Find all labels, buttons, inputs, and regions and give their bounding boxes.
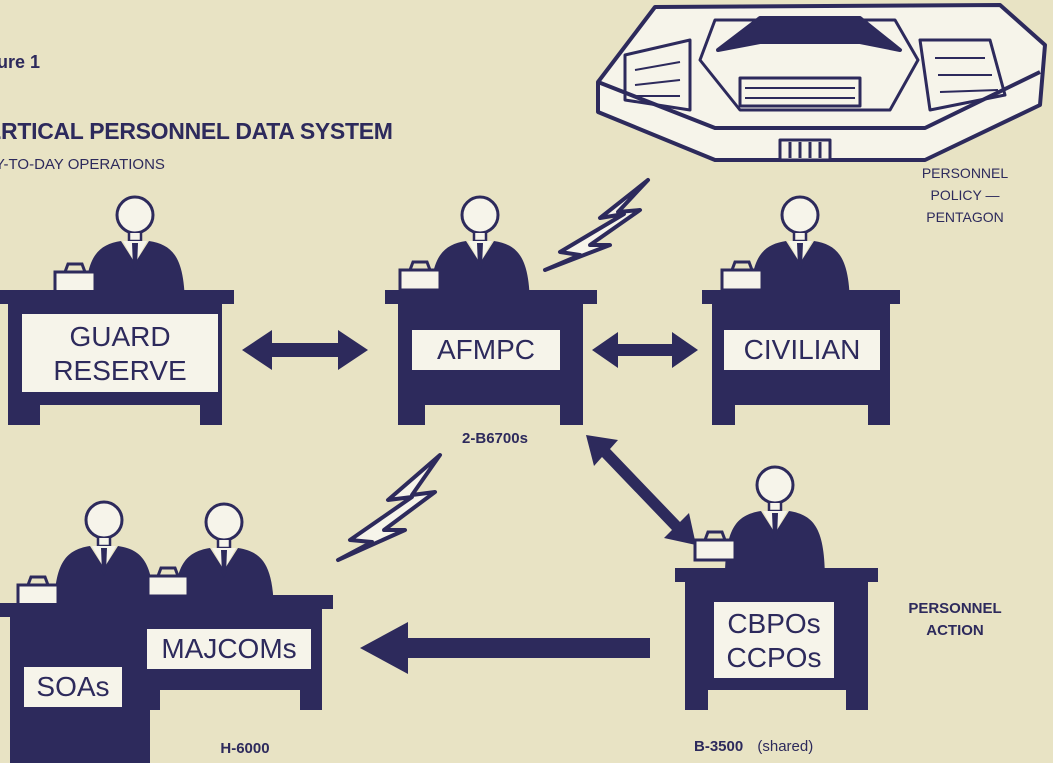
personnel-action-line2: ACTION — [926, 622, 984, 639]
cbpos-line2: CCPOs — [726, 642, 822, 673]
cbpos-label: CBPOs CCPOs — [712, 600, 836, 680]
guard-reserve-label: GUARD RESERVE — [20, 312, 220, 394]
cbpos-system-note: (shared) — [757, 738, 814, 755]
personnel-action-label: PERSONNEL ACTION — [885, 598, 1025, 642]
pentagon-building-icon — [596, 3, 1047, 162]
pentagon-label: PERSONNEL POLICY — PENTAGON — [890, 162, 1040, 228]
guard-reserve-line2: RESERVE — [53, 355, 187, 386]
pentagon-label-line2: POLICY — — [930, 187, 1000, 203]
pentagon-label-line1: PERSONNEL — [921, 165, 1009, 181]
soas-label: SOAs — [22, 665, 124, 709]
afmpc-label: AFMPC — [410, 328, 562, 372]
arrow-cbpos-majcoms — [360, 622, 650, 674]
majcoms-station — [128, 502, 333, 710]
cbpos-system-label: B-3500 (shared) — [694, 736, 894, 758]
arrow-afmpc-cbpos — [586, 435, 696, 545]
afmpc-station — [385, 195, 597, 425]
arrow-afmpc-civilian — [592, 332, 698, 368]
lightning-bolt-icon-bottom — [336, 453, 442, 562]
figure-label: gure 1 — [0, 52, 41, 72]
personnel-action-line1: PERSONNEL — [908, 600, 1002, 617]
arrow-guard-afmpc — [242, 330, 368, 370]
cbpos-line1: CBPOs — [727, 608, 821, 639]
cbpos-system-name: B-3500 — [694, 738, 744, 755]
civilian-label: CIVILIAN — [722, 328, 882, 372]
afmpc-system-label: 2-B6700s — [462, 430, 528, 447]
majcoms-label: MAJCOMs — [145, 627, 313, 671]
majcoms-system-label: H-6000 — [220, 740, 270, 757]
diagram-title: ERTICAL PERSONNEL DATA SYSTEM — [0, 118, 393, 144]
guard-reserve-line1: GUARD — [69, 321, 171, 352]
pentagon-label-line3: PENTAGON — [926, 209, 1004, 225]
diagram-subtitle: AY-TO-DAY OPERATIONS — [0, 156, 165, 173]
lightning-bolt-icon-top — [543, 178, 650, 272]
civilian-station — [702, 195, 900, 425]
